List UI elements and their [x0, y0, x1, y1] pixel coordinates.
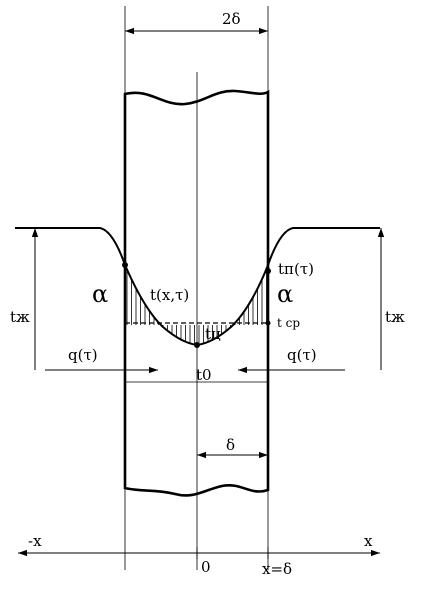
heat-flux-left-label: q(τ): [68, 346, 98, 364]
temperature-function-label: t(x,τ): [150, 286, 189, 304]
average-temperature-label: t ср: [277, 316, 300, 330]
alpha-right-label: α: [277, 280, 293, 308]
neg-x-axis-label: -x: [28, 532, 42, 550]
surface-temperature-label: tп(τ): [278, 260, 314, 278]
half-width-label: δ: [226, 436, 235, 454]
plate-wall: [123, 89, 270, 497]
fluid-temp-right-label: tж: [385, 308, 405, 326]
alpha-left-label: α: [92, 280, 108, 308]
fluid-temp-left-label: tж: [10, 308, 30, 326]
origin-label: 0: [201, 558, 211, 576]
initial-temperature-label: t0: [196, 366, 212, 384]
x-axis-label: x: [364, 532, 373, 550]
center-temperature-label: tц: [205, 325, 221, 343]
left-surface-point: [122, 262, 128, 268]
temperature-profile-curve: [15, 227, 380, 347]
center-point: [194, 342, 200, 348]
x-eq-delta-label: x=δ: [262, 560, 292, 578]
average-temperature-point: [265, 320, 271, 326]
heat-flux-right-label: q(τ): [287, 346, 317, 364]
width-label: 2δ: [222, 10, 241, 28]
right-surface-point: [265, 268, 271, 274]
